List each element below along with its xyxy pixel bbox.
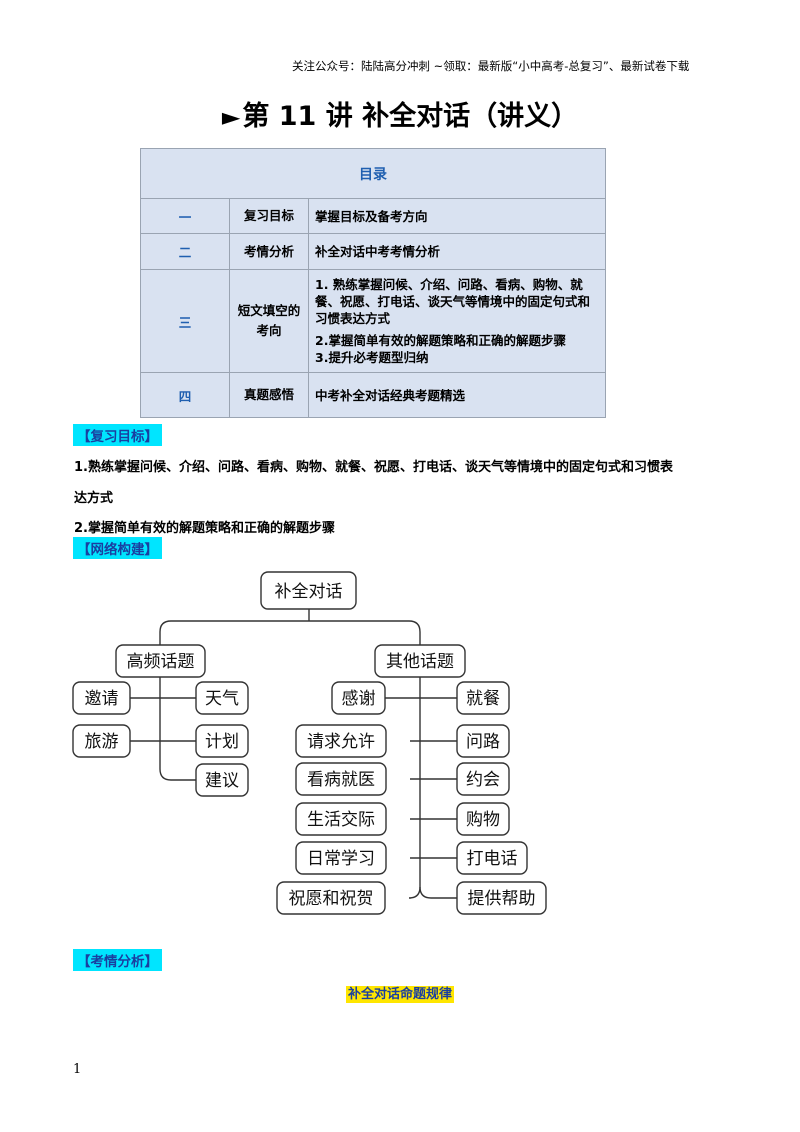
page-title: ►第 11 讲 补全对话（讲义） <box>0 94 800 133</box>
mind-map-connectors <box>130 609 457 899</box>
toc-desc: 掌握目标及备考方向 <box>308 198 606 234</box>
leaf-label: 日常学习 <box>307 849 375 869</box>
leaf-label: 提供帮助 <box>468 889 536 909</box>
review-goals-tag: 【复习目标】 <box>73 424 162 446</box>
page-number: 1 <box>73 1062 82 1077</box>
leaf-label: 旅游 <box>85 732 119 752</box>
toc-num: 三 <box>140 269 230 373</box>
toc-num: 二 <box>140 233 230 270</box>
leaf-label: 打电话 <box>467 849 518 869</box>
leaf-label: 请求允许 <box>307 732 375 752</box>
leaf-node: 约会 <box>456 762 510 796</box>
toc-heading: 目录 <box>140 148 606 199</box>
toc-category: 真题感悟 <box>229 372 309 418</box>
goal-line-2: 2.掌握简单有效的解题策略和正确的解题步骤 <box>74 521 335 536</box>
leaf-node: 看病就医 <box>295 762 387 796</box>
leaf-node: 计划 <box>195 724 249 758</box>
leaf-label: 天气 <box>205 689 239 709</box>
arrow-icon: ► <box>221 103 241 131</box>
network-tag: 【网络构建】 <box>73 537 162 559</box>
toc-category: 考情分析 <box>229 233 309 270</box>
leaf-label: 看病就医 <box>307 770 375 790</box>
title-text: 第 11 讲 补全对话（讲义） <box>242 101 579 132</box>
leaf-node: 问路 <box>456 724 510 758</box>
leaf-node: 建议 <box>195 763 249 797</box>
leaf-node: 请求允许 <box>295 724 387 758</box>
root-node: 补全对话 <box>260 571 357 610</box>
toc-desc: 中考补全对话经典考题精选 <box>308 372 606 418</box>
leaf-node: 提供帮助 <box>456 881 547 915</box>
subtitle-text: 补全对话命题规律 <box>345 986 454 1003</box>
toc-desc: 补全对话中考考情分析 <box>308 233 606 270</box>
leaf-label: 生活交际 <box>307 810 375 830</box>
leaf-label: 约会 <box>466 770 500 790</box>
leaf-label: 感谢 <box>342 689 376 709</box>
toc-category: 短文填空的考向 <box>229 269 309 373</box>
toc-table: 目录 一 复习目标 掌握目标及备考方向 二 考情分析 补全对话中考考情分析 三 … <box>140 148 606 418</box>
branch-left-label: 高频话题 <box>127 652 195 672</box>
section-subtitle: 补全对话命题规律 <box>0 983 800 1003</box>
leaf-label: 邀请 <box>85 689 119 709</box>
leaf-node: 感谢 <box>331 681 386 715</box>
leaf-node: 旅游 <box>72 724 131 758</box>
goal-line-1-cont: 达方式 <box>74 491 114 506</box>
leaf-node: 就餐 <box>456 681 510 715</box>
toc-num: 四 <box>140 372 230 418</box>
leaf-node: 天气 <box>195 681 249 715</box>
toc-category: 复习目标 <box>229 198 309 234</box>
root-label: 补全对话 <box>275 582 343 602</box>
mind-map: 补全对话 高频话题 邀请 旅游 天气 计划 建议 其他话题 感谢 请求允许 看 <box>72 571 547 915</box>
toc-desc: 1. 熟练掌握问候、介绍、问路、看病、购物、就餐、祝愿、打电话、谈天气等情境中的… <box>308 269 606 373</box>
leaf-node: 祝愿和祝贺 <box>276 881 386 915</box>
leaf-label: 计划 <box>205 732 239 752</box>
leaf-node: 日常学习 <box>295 841 387 875</box>
branch-node-right: 其他话题 <box>374 644 466 678</box>
toc-desc-line: 2.掌握简单有效的解题策略和正确的解题步骤 <box>315 333 566 348</box>
leaf-node: 邀请 <box>72 681 131 715</box>
leaf-node: 打电话 <box>456 841 528 875</box>
leaf-label: 问路 <box>466 732 500 752</box>
leaf-node: 购物 <box>456 802 510 836</box>
header-note: 关注公众号：陆陆高分冲刺 ~领取：最新版“小中高考-总复习”、最新试卷下载 <box>292 59 690 73</box>
branch-right-label: 其他话题 <box>386 652 454 672</box>
leaf-label: 祝愿和祝贺 <box>289 889 374 909</box>
goal-line-1: 1.熟练掌握问候、介绍、问路、看病、购物、就餐、祝愿、打电话、谈天气等情境中的固… <box>74 460 673 475</box>
branch-node-left: 高频话题 <box>115 644 206 678</box>
leaf-label: 就餐 <box>466 689 500 709</box>
leaf-label: 购物 <box>466 810 500 830</box>
leaf-label: 建议 <box>205 771 239 791</box>
toc-desc-line: 1. 熟练掌握问候、介绍、问路、看病、购物、就餐、祝愿、打电话、谈天气等情境中的… <box>315 277 591 326</box>
exam-analysis-tag: 【考情分析】 <box>73 949 162 971</box>
leaf-node: 生活交际 <box>295 802 387 836</box>
toc-desc-line: 3.提升必考题型归纳 <box>315 350 429 365</box>
toc-num: 一 <box>140 198 230 234</box>
